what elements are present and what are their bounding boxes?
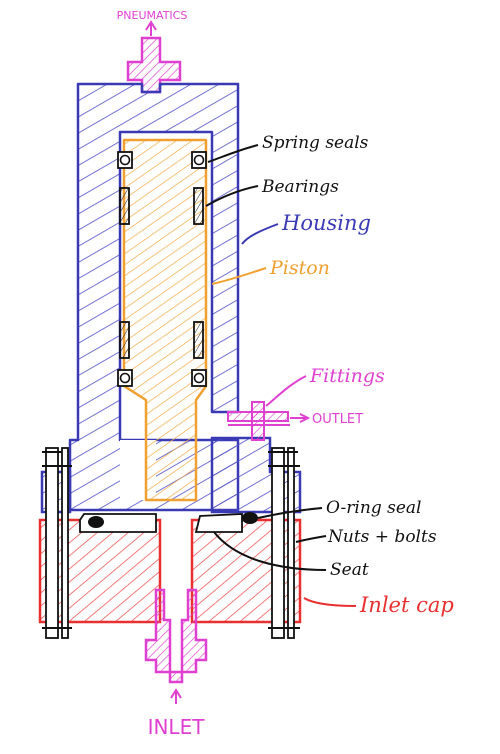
bearing-lower-left <box>119 321 130 359</box>
label-piston: Piston <box>269 257 330 279</box>
label-inlet-cap: Inlet cap <box>359 593 454 617</box>
label-oring-seal: O-ring seal <box>326 498 421 518</box>
label-spring-seals: Spring seals <box>262 133 369 153</box>
leader-lines <box>205 144 357 607</box>
label-pneumatics: PNEUMATICS <box>117 9 188 22</box>
label-nuts-bolts: Nuts + bolts <box>327 527 437 547</box>
bearing-upper-right <box>193 187 204 225</box>
o-ring-seals <box>88 512 258 528</box>
bolts <box>42 447 300 639</box>
label-bearings: Bearings <box>261 177 339 197</box>
bearing-lower-right <box>193 321 204 359</box>
label-inlet: INLET <box>148 715 206 739</box>
inlet-cap <box>38 518 302 624</box>
inlet-pipe <box>144 588 208 704</box>
bearings <box>119 187 204 359</box>
spring-seals <box>117 151 207 387</box>
label-outlet: OUTLET <box>312 412 363 427</box>
pneumatic-fitting-top <box>126 20 182 94</box>
bearing-upper-left <box>119 187 130 225</box>
label-seat: Seat <box>330 560 369 580</box>
label-housing: Housing <box>281 211 371 235</box>
outlet-fitting <box>227 401 290 441</box>
label-fittings: Fittings <box>309 365 385 387</box>
piston-body <box>122 138 208 502</box>
